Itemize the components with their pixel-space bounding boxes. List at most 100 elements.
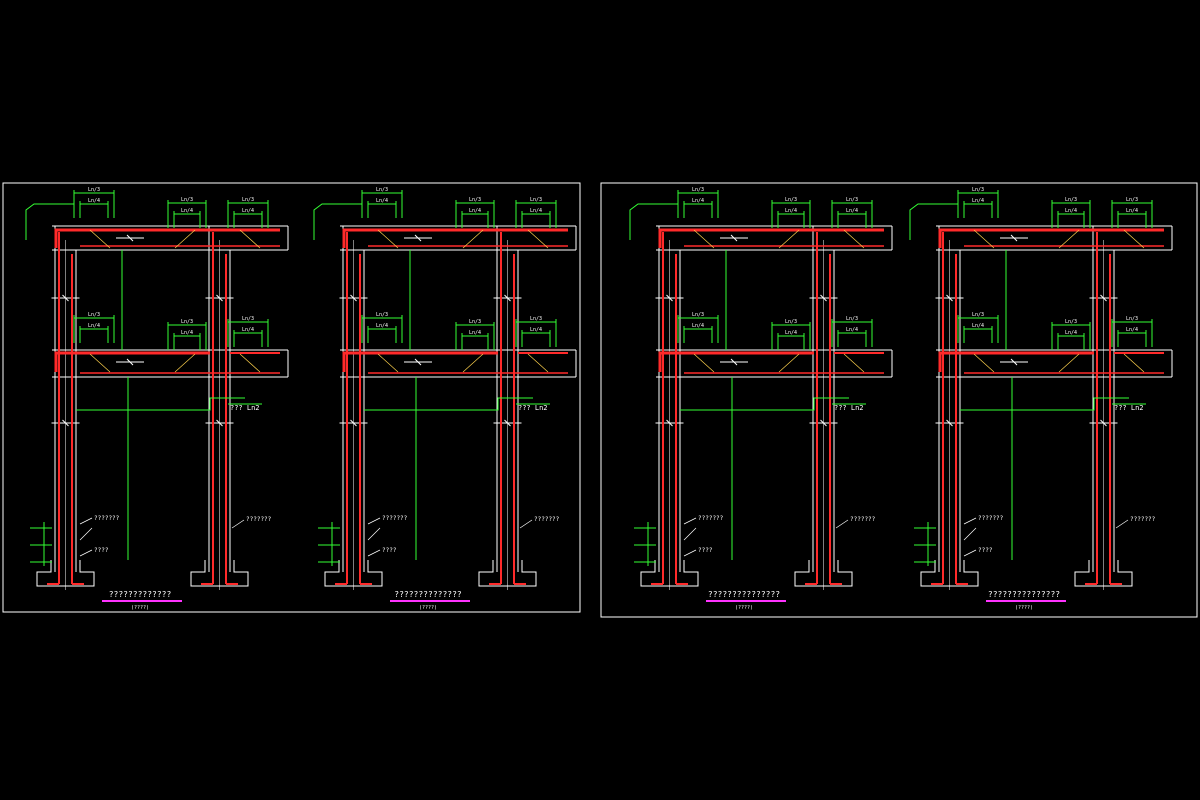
dim-mid-right-b-label-a: Ln/3	[242, 316, 254, 322]
dim-top-right-b-label-b: Ln/4	[242, 208, 254, 214]
dim-top-right-a-label-a: Ln/3	[1065, 197, 1077, 203]
dim-mid-right-a-label-b: Ln/4	[785, 330, 797, 336]
leader-b-text: ????	[382, 547, 397, 554]
column-right-footing	[794, 560, 853, 587]
beam-2-diagonal-0	[973, 353, 995, 373]
dim-top-right-b-label-a: Ln/3	[242, 197, 254, 203]
beam-1-diagonal-2	[239, 229, 261, 249]
leader-right-line	[231, 519, 245, 529]
dim-mid-right-a-label-b: Ln/4	[469, 330, 481, 336]
panel-subtitle: (????)	[1015, 605, 1033, 611]
dim-mid-left-label-b: Ln/4	[972, 323, 984, 329]
beam-2-diagonal-2	[1123, 353, 1145, 373]
panel-subtitle: (????)	[131, 605, 149, 611]
leader-a2-line	[963, 527, 977, 541]
beam-2-diagonal-0	[89, 353, 111, 373]
hook-leader-top	[629, 203, 678, 240]
beam-1-diagonal-2	[527, 229, 549, 249]
dim-top-right-a-label-b: Ln/4	[181, 208, 193, 214]
beam-1-diagonal-1	[462, 229, 484, 249]
panel-title: ??????????????	[394, 590, 462, 599]
dim-top-right-b-label-a: Ln/3	[530, 197, 542, 203]
beam-2-top-rebar	[658, 351, 814, 372]
beam-1-diagonal-0	[89, 229, 111, 249]
beam-2-top-rebar	[54, 351, 210, 372]
dim-mid-right-a-label-a: Ln/3	[181, 319, 193, 325]
dim-top-left-label-a: Ln/3	[972, 187, 984, 193]
dim-top-right-b-label-b: Ln/4	[530, 208, 542, 214]
beam-1-diagonal-2	[843, 229, 865, 249]
leader-b-line	[367, 549, 381, 557]
leader-right-text: ???????	[1130, 516, 1156, 523]
dim-top-left-label-b: Ln/4	[376, 198, 388, 204]
column-left-footing	[640, 560, 699, 587]
beam-2-break-zig	[730, 358, 738, 366]
beam-1-diagonal-1	[1058, 229, 1080, 249]
dim-mid-right-a-label-a: Ln/3	[785, 319, 797, 325]
dim-top-right-a-label-a: Ln/3	[785, 197, 797, 203]
dim-mid-right-b-label-b: Ln/4	[242, 327, 254, 333]
column-left-footing	[920, 560, 979, 587]
leader-a-line	[683, 517, 697, 525]
dim-mid-right-a-label-b: Ln/4	[1065, 330, 1077, 336]
dim-mid-right-b-label-b: Ln/4	[1126, 327, 1138, 333]
dim-top-left-label-b: Ln/4	[972, 198, 984, 204]
dim-mid-right-b-label-a: Ln/3	[530, 316, 542, 322]
dim-top-right-a-label-b: Ln/4	[469, 208, 481, 214]
beam-1-top-rebar	[54, 228, 280, 248]
beam-1-break-zig	[414, 234, 422, 242]
dim-mid-right-a-label-a: Ln/3	[469, 319, 481, 325]
leader-right-text: ???????	[850, 516, 876, 523]
beam-1-diagonal-0	[693, 229, 715, 249]
hook-leader-top	[313, 203, 362, 240]
dim-mid-right-b-label-a: Ln/3	[846, 316, 858, 322]
dim-mid-right-a-label-b: Ln/4	[181, 330, 193, 336]
span-leader	[960, 397, 1129, 411]
leader-b-line	[963, 549, 977, 557]
leader-b-text: ????	[94, 547, 109, 554]
leader-a2-line	[367, 527, 381, 541]
dim-mid-left-label-a: Ln/3	[88, 312, 100, 318]
beam-2-diagonal-1	[462, 353, 484, 373]
beam-2-break-zig	[414, 358, 422, 366]
dim-top-right-b-label-a: Ln/3	[846, 197, 858, 203]
beam-1-diagonal-0	[973, 229, 995, 249]
dim-mid-left-label-a: Ln/3	[972, 312, 984, 318]
dim-top-right-b-label-b: Ln/4	[1126, 208, 1138, 214]
beam-2-diagonal-1	[174, 353, 196, 373]
dim-top-right-b-label-b: Ln/4	[846, 208, 858, 214]
beam-2-diagonal-0	[377, 353, 399, 373]
leader-right-line	[1115, 519, 1129, 529]
dim-top-left-label-a: Ln/3	[692, 187, 704, 193]
span-leader	[76, 397, 245, 411]
leader-b-text: ????	[698, 547, 713, 554]
leader-a-text: ???????	[978, 515, 1004, 522]
beam-2-diagonal-0	[693, 353, 715, 373]
panel-title: ?????????????	[109, 590, 172, 599]
dim-top-right-b-label-a: Ln/3	[1126, 197, 1138, 203]
dim-top-left-label-b: Ln/4	[88, 198, 100, 204]
leader-a-line	[367, 517, 381, 525]
leader-right-text: ???????	[246, 516, 272, 523]
beam-1-diagonal-1	[778, 229, 800, 249]
sheet-frame-left	[2, 182, 581, 613]
leader-b-text: ????	[978, 547, 993, 554]
dim-mid-right-b-label-b: Ln/4	[530, 327, 542, 333]
leader-a-line	[79, 517, 93, 525]
panel-title: ???????????????	[988, 590, 1060, 599]
leader-a2-line	[79, 527, 93, 541]
dim-mid-left-label-b: Ln/4	[692, 323, 704, 329]
leader-right-line	[519, 519, 533, 529]
panel-subtitle: (????)	[735, 605, 753, 611]
dim-mid-right-a-label-a: Ln/3	[1065, 319, 1077, 325]
column-right-footing	[478, 560, 537, 587]
leader-a2-line	[683, 527, 697, 541]
dim-top-right-a-label-b: Ln/4	[785, 208, 797, 214]
span-leader	[364, 397, 533, 411]
side-label-ln2: ??? Ln2	[834, 404, 864, 412]
dim-top-right-a-label-b: Ln/4	[1065, 208, 1077, 214]
